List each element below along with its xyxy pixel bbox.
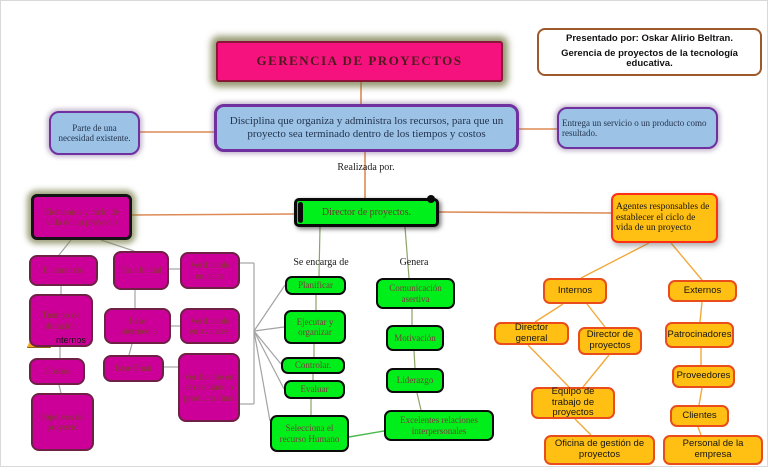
credit-presented-by: Presentado por: Oskar Alirio Beltran. <box>566 32 733 44</box>
node-fase-inicial: Fase Inicial <box>113 251 169 290</box>
node-motivacion: Motivación <box>386 325 444 351</box>
label-realizada-por: Realizada por. <box>337 162 395 173</box>
label-se-encarga-de: Se encarga de <box>293 257 349 268</box>
node-costos: Costos <box>29 358 85 385</box>
node-objetivos: Objetivos del proyecto <box>31 393 94 451</box>
label-genera: Genera <box>399 257 429 268</box>
node-definicion: Disciplina que organiza y administra los… <box>214 104 519 152</box>
node-el-contexto: El contexto <box>29 255 98 286</box>
node-ejecutar-organizar: Ejecutar y organizar <box>284 310 346 344</box>
node-oficina-gestion: Oficina de gestión de proyectos <box>544 435 655 465</box>
node-entrega: Entrega un servicio o un producto como r… <box>557 107 718 149</box>
node-planificar: Planificar <box>285 276 346 295</box>
credit-course: Gerencia de proyectos de la tecnología e… <box>561 47 738 70</box>
node-director-de-proyectos-interno: Director de proyectos <box>578 327 642 355</box>
node-evaluar: Evaluar <box>284 380 345 399</box>
node-excelentes-relaciones: Excelentes relaciones interpersonales <box>384 410 494 441</box>
hidden-note-fragment: nternos <box>56 335 87 345</box>
node-proveedores: Proveedores <box>672 365 735 388</box>
node-controlar: Controlar. <box>281 357 345 374</box>
node-agentes-responsables: Agentes responsables de establecer el ci… <box>611 193 718 243</box>
node-verificable-actas: Verificable en actas <box>180 252 240 289</box>
node-elementos-ciclo: Elementos y ciclo de vida de un proyecto <box>31 194 132 240</box>
map-title: GERENCIA DE PROYECTOS <box>216 41 503 82</box>
node-selecciona-recurso: Selecciona el recurso Humano <box>270 415 349 452</box>
node-personal-empresa: Personal de la empresa <box>663 435 763 465</box>
node-patrocinadores: Patrocinadores <box>665 322 734 348</box>
node-liderazgo: Liderazgo <box>386 368 444 393</box>
node-equipo-trabajo: Equipo de trabajo de proyectos <box>531 386 615 419</box>
node-director-de-proyectos: Director de proyectos. <box>294 195 439 227</box>
node-externos: Externos <box>668 280 737 302</box>
node-tiempo-duracion: Tiempo de duración <box>29 294 93 347</box>
credit-box: Presentado por: Oskar Alirio Beltran. Ge… <box>537 28 762 76</box>
node-fase-intermedia: Fase intermedia <box>104 308 171 344</box>
node-comunicacion-asertiva: Comunicación asertiva <box>376 278 455 309</box>
node-internos: Internos <box>543 278 607 304</box>
node-director-general: Director general <box>494 322 569 345</box>
node-verificable-resultado: Verificable en el resultado o producto f… <box>178 353 240 422</box>
node-parte-necesidad: Parte de una necesidad existente. <box>49 111 140 155</box>
node-clientes: Clientes <box>670 405 729 427</box>
node-fase-final: Fase Final <box>103 355 164 382</box>
node-verificable-avances: Verificable en avances. <box>180 308 240 344</box>
